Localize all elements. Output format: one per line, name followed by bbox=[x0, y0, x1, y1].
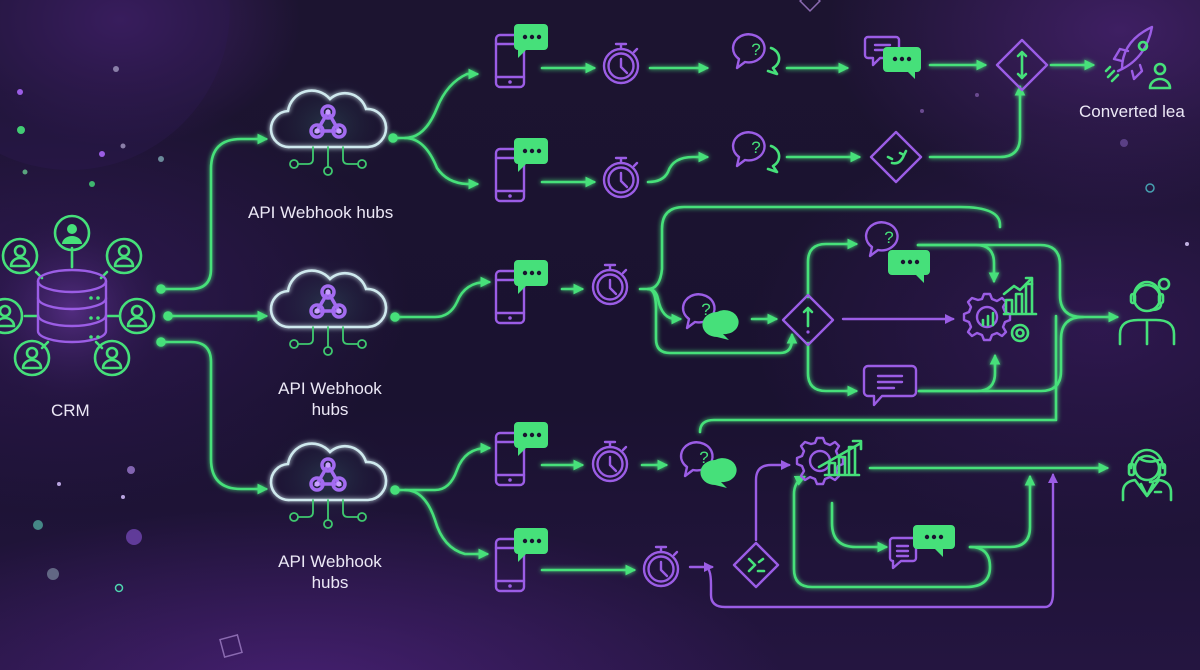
hub-3-label-line2: hubs bbox=[311, 573, 349, 592]
converted-lead-label: Converted lea bbox=[1079, 102, 1185, 121]
crm-label: CRM bbox=[51, 401, 90, 420]
question-chat-icon[interactable] bbox=[731, 33, 781, 76]
decision-diamond-icon[interactable] bbox=[781, 293, 835, 347]
api-webhook-hub-2[interactable] bbox=[258, 250, 398, 360]
crm-node[interactable] bbox=[0, 200, 182, 420]
hub2-connectors bbox=[390, 205, 1120, 397]
phone-message-icon[interactable] bbox=[494, 22, 550, 89]
api-webhook-hub-3[interactable] bbox=[258, 423, 398, 533]
stopwatch-icon[interactable] bbox=[591, 263, 629, 306]
stopwatch-icon[interactable] bbox=[602, 156, 640, 199]
support-agent-icon bbox=[1118, 277, 1176, 346]
question-chat-bubbles-icon[interactable]: ? bbox=[864, 221, 930, 283]
question-chat-icon[interactable] bbox=[679, 441, 738, 490]
question-chat-icon[interactable] bbox=[731, 131, 781, 174]
hub1-connectors bbox=[388, 59, 1096, 190]
hub-3-label: API Webhook hubs bbox=[270, 551, 390, 593]
decision-diamond-icon[interactable] bbox=[995, 38, 1049, 92]
hub-2-label-line1: API Webhook bbox=[278, 379, 382, 398]
phone-message-icon[interactable] bbox=[494, 420, 550, 487]
rocket-user-icon bbox=[1104, 25, 1172, 90]
background-decorations bbox=[0, 0, 1189, 658]
hub-3-label-line1: API Webhook bbox=[278, 552, 382, 571]
api-webhook-hub-1[interactable] bbox=[258, 70, 398, 180]
analytics-gear-icon[interactable] bbox=[962, 276, 1038, 343]
hub-2-label-line2: hubs bbox=[311, 400, 349, 419]
decision-diamond-icon[interactable] bbox=[732, 541, 780, 589]
decision-diamond-icon[interactable] bbox=[869, 130, 923, 184]
hub3-purple-connectors bbox=[688, 459, 1059, 609]
phone-message-icon[interactable] bbox=[494, 258, 550, 325]
analytics-gear-icon[interactable] bbox=[795, 436, 863, 486]
question-chat-icon[interactable] bbox=[681, 293, 740, 342]
svg-text:?: ? bbox=[884, 228, 893, 247]
stopwatch-icon[interactable] bbox=[591, 440, 629, 483]
message-icon[interactable] bbox=[862, 364, 918, 407]
hub3-connectors bbox=[390, 314, 1110, 589]
database-icon bbox=[36, 268, 108, 344]
stopwatch-icon[interactable] bbox=[602, 42, 640, 85]
hub-2-label: API Webhook hubs bbox=[270, 378, 390, 420]
support-agent-headset-icon bbox=[1121, 448, 1173, 502]
phone-message-icon[interactable] bbox=[494, 526, 550, 593]
hub-1-label: API Webhook hubs bbox=[248, 203, 394, 222]
phone-message-icon[interactable] bbox=[494, 136, 550, 203]
crm-to-hub-connectors bbox=[156, 133, 269, 495]
contact-icon-top bbox=[53, 214, 91, 252]
stopwatch-icon[interactable] bbox=[642, 545, 680, 588]
chat-bubbles-icon[interactable] bbox=[863, 35, 923, 81]
chat-bubbles-icon[interactable] bbox=[888, 525, 955, 570]
